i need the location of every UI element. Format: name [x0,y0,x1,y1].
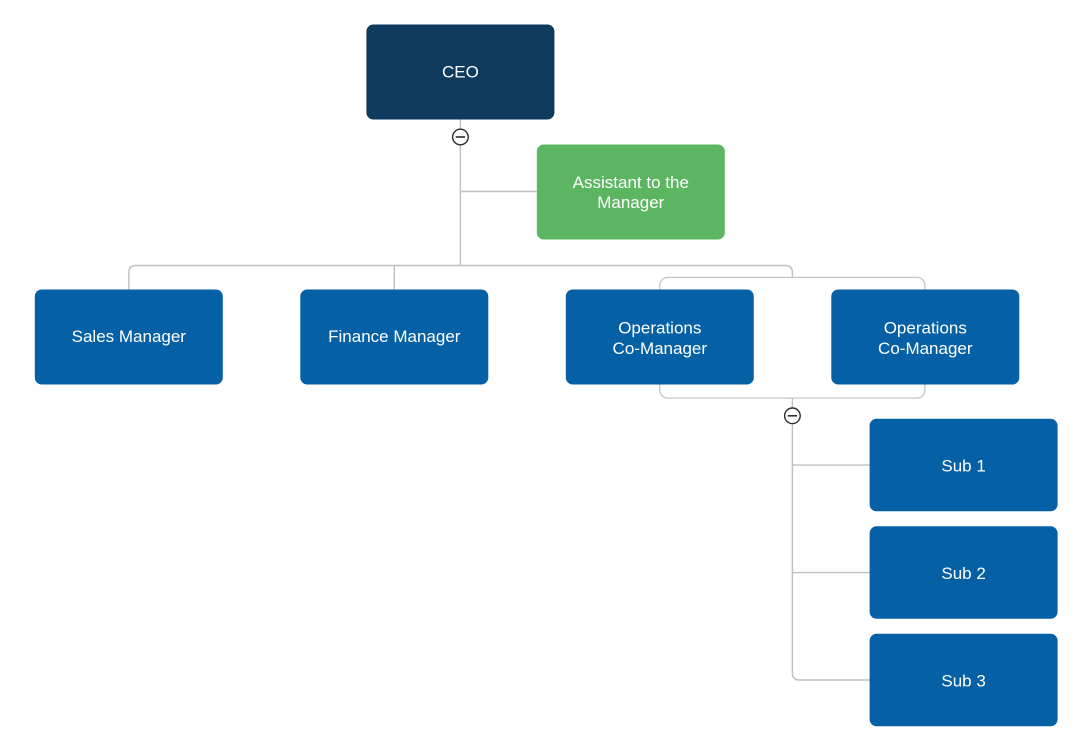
svg-text:Operations: Operations [618,319,701,338]
svg-text:Sub 3: Sub 3 [941,672,985,691]
svg-text:Finance Manager: Finance Manager [328,327,461,346]
svg-text:CEO: CEO [442,63,479,82]
svg-text:Sub 1: Sub 1 [941,457,985,476]
svg-text:Sales Manager: Sales Manager [72,327,187,346]
svg-text:Assistant to the: Assistant to the [573,173,689,192]
svg-text:Operations: Operations [884,319,967,338]
svg-text:Manager: Manager [597,193,664,212]
svg-text:Sub 2: Sub 2 [941,564,985,583]
svg-text:Co-Manager: Co-Manager [613,339,708,358]
svg-text:Co-Manager: Co-Manager [878,339,973,358]
